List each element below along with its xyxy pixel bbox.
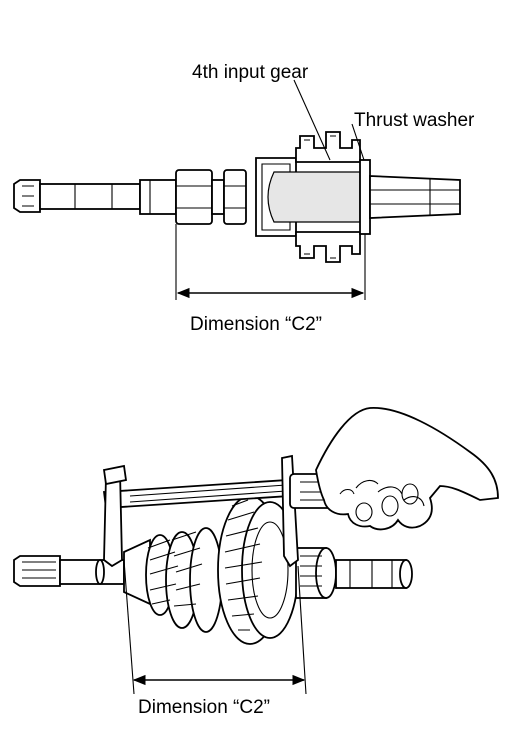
washer-leader-line [351, 123, 365, 161]
top-shaft-drawing [13, 131, 461, 263]
dimension-ext-right-bottom [297, 565, 307, 695]
hand-illustration [315, 407, 499, 531]
label-thrust-washer: Thrust washer [354, 110, 475, 131]
label-dimension-bottom: Dimension “C2” [138, 697, 270, 718]
gear-leader-line [293, 79, 331, 161]
label-4th-input-gear: 4th input gear [192, 62, 309, 83]
dimension-ext-left-bottom [123, 559, 135, 695]
label-dimension-top: Dimension “C2” [190, 314, 322, 335]
